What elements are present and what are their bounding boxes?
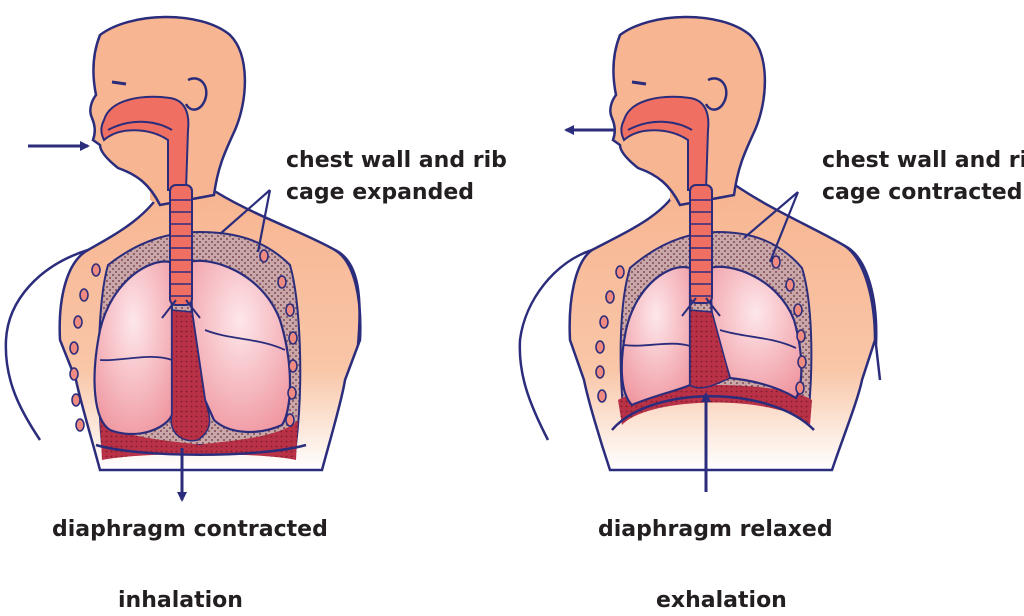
rib-cross-sections xyxy=(69,249,298,432)
palate xyxy=(627,120,693,131)
heart-region xyxy=(100,420,298,460)
palate xyxy=(107,120,173,131)
ear xyxy=(184,77,208,111)
left-lung xyxy=(620,265,692,407)
ear xyxy=(704,77,728,111)
diaphragm-contracted xyxy=(95,443,307,456)
eye xyxy=(111,80,127,86)
right-lung xyxy=(188,259,292,434)
eye xyxy=(631,80,647,86)
chest-wall-pointer xyxy=(219,189,272,253)
exhalation-figure xyxy=(518,15,882,492)
heart-region xyxy=(618,385,812,425)
left-arm-outline xyxy=(4,248,89,441)
right-arm-outline xyxy=(334,248,361,346)
rib-cross-sections xyxy=(595,255,807,403)
left-arm-outline xyxy=(518,248,593,441)
left-lung xyxy=(93,260,174,435)
trachea xyxy=(161,184,201,319)
inhalation-chest-label-line1: chest wall and rib xyxy=(286,148,507,173)
heart xyxy=(689,309,731,389)
inhalation-chest-label-line2: cage expanded xyxy=(286,180,474,205)
inhalation-caption: inhalation xyxy=(118,588,243,613)
right-lung-fissure xyxy=(719,329,797,349)
right-arm-outline xyxy=(844,244,882,381)
left-lung-fissure xyxy=(99,355,173,362)
trachea xyxy=(681,184,721,317)
exhalation-chest-label-line1: chest wall and rib xyxy=(822,148,1024,173)
exhalation-caption: exhalation xyxy=(656,588,787,613)
chest-wall-pointer xyxy=(743,191,800,263)
exhalation-diaphragm-label: diaphragm relaxed xyxy=(598,517,833,542)
exhalation-chest-label-line2: cage contracted xyxy=(822,180,1023,205)
inhalation-diaphragm-label: diaphragm contracted xyxy=(52,517,328,542)
heart xyxy=(170,309,211,442)
left-lung-fissure xyxy=(623,342,691,347)
inhalation-figure xyxy=(4,15,362,502)
right-lung-fissure xyxy=(204,329,286,351)
